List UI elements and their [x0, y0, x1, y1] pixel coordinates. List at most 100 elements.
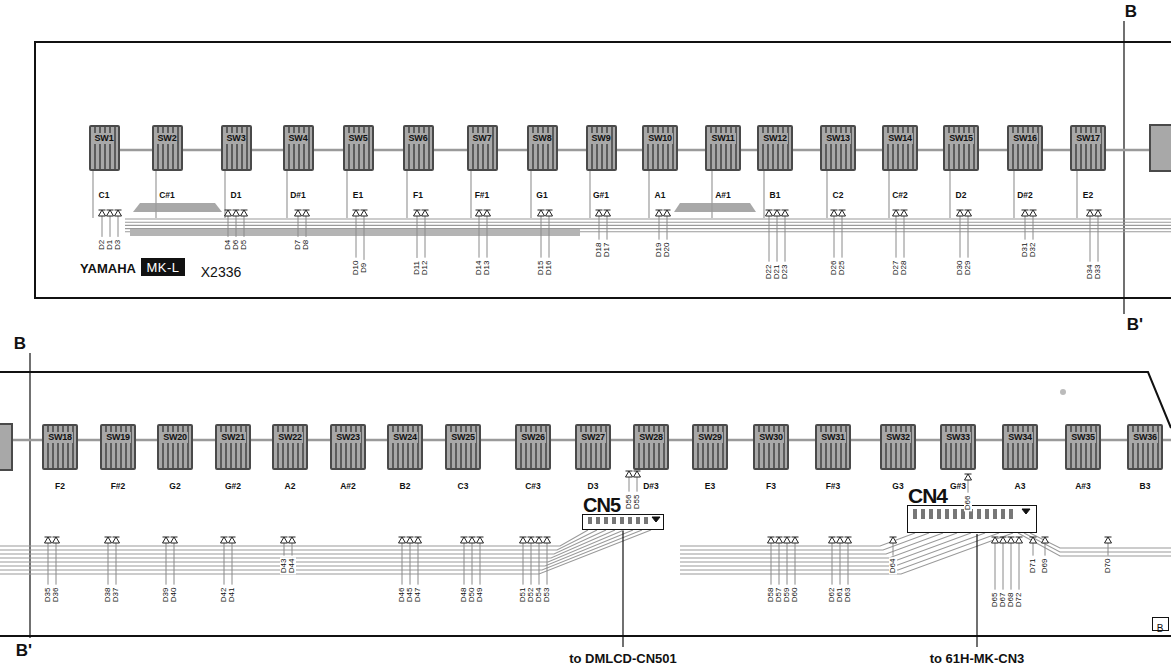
diode-lead	[848, 543, 849, 585]
diode-lead	[834, 216, 835, 258]
switch-pad: SW10	[642, 125, 678, 171]
diode-ref: D21	[773, 264, 781, 281]
part-label: SW4	[288, 133, 309, 144]
copper-trace	[589, 171, 590, 218]
diode-symbol	[845, 537, 852, 538]
diode-ref: D62	[828, 587, 836, 604]
model-badge: MK-L	[141, 258, 185, 276]
diode-symbol	[992, 537, 999, 538]
diode-symbol	[792, 537, 799, 538]
copper-trace	[949, 171, 950, 218]
note-name: C1	[99, 191, 110, 200]
connector-pin	[612, 517, 616, 524]
diode-ref: D14	[475, 260, 483, 277]
diode-ref: D22	[765, 264, 773, 281]
board-outline	[0, 635, 1171, 637]
copper-fill	[674, 203, 756, 212]
part-label: CN4	[908, 485, 947, 506]
section-mark: B	[14, 335, 26, 352]
diode-lead	[174, 543, 175, 585]
diode-symbol	[656, 210, 663, 216]
section-line	[29, 353, 30, 638]
diode-ref: D33	[1094, 264, 1102, 281]
copper-fill	[130, 229, 580, 236]
diode-symbol	[105, 537, 112, 543]
pin1-mark	[652, 517, 660, 522]
diode-lead	[960, 216, 961, 258]
part-label: SW32	[885, 432, 911, 443]
connector-pin	[628, 517, 632, 524]
diode-symbol	[281, 537, 288, 538]
diode-ref: D20	[663, 242, 671, 259]
diode-ref: D1	[106, 239, 114, 251]
diode-lead	[487, 216, 488, 258]
diode-lead	[896, 216, 897, 258]
diode-ref: D50	[468, 587, 476, 604]
note-name: A#1	[715, 191, 731, 200]
diode-ref: D13	[483, 260, 491, 277]
diode-symbol	[53, 537, 60, 538]
diode-ref: D40	[170, 587, 178, 604]
diode-symbol	[303, 210, 310, 216]
diode-symbol	[634, 471, 641, 472]
diode-lead	[547, 543, 548, 585]
diode-ref: D4	[224, 239, 232, 251]
diode-ref: D11	[413, 260, 421, 276]
diode-ref: D9	[360, 262, 368, 274]
diode-symbol	[829, 537, 836, 538]
diode-ref: D64	[889, 558, 897, 575]
diode-ref: D52	[527, 587, 535, 604]
diode-symbol	[113, 537, 120, 538]
diode-symbol	[1022, 210, 1029, 216]
diode-ref: D35	[44, 587, 52, 604]
note-name: G#3	[950, 482, 966, 491]
diode-lead	[306, 216, 307, 237]
note-name: D1	[231, 191, 242, 200]
switch-pad: SW21	[215, 424, 251, 470]
diode-lead	[118, 216, 119, 237]
diode-lead	[356, 216, 357, 258]
diode-lead	[539, 543, 540, 585]
part-label: SW16	[1012, 133, 1038, 144]
note-name: F#3	[826, 482, 841, 491]
diode-lead	[166, 543, 167, 585]
diode-symbol	[414, 210, 421, 211]
diode-symbol	[221, 537, 228, 538]
note-name: B1	[770, 191, 781, 200]
switch-pad: SW25	[445, 424, 481, 470]
connector-destination: to 61H-MK-CN3	[930, 652, 1025, 665]
diode-ref: D44	[288, 558, 296, 575]
diode-ref: D2	[98, 239, 106, 251]
diode-ref: D39	[162, 587, 170, 604]
diode-symbol	[233, 210, 240, 211]
diode-symbol	[1030, 210, 1037, 211]
part-label: SW8	[532, 133, 553, 144]
diode-ref: D16	[545, 260, 553, 277]
switch-pad: SW6	[403, 125, 434, 171]
diode-lead	[464, 543, 465, 585]
copper-trace	[680, 533, 971, 562]
note-name: G#1	[593, 191, 609, 200]
diode-lead	[1108, 543, 1109, 556]
switch-pad: SW14	[882, 125, 918, 171]
note-name: F2	[55, 482, 65, 491]
switch-pad: SW15	[943, 125, 979, 171]
note-name: E1	[353, 191, 363, 200]
diode-symbol	[776, 537, 783, 538]
diode-symbol	[361, 210, 368, 211]
diode-symbol	[957, 210, 964, 216]
diode-ref: D34	[1086, 264, 1094, 281]
section-line	[1123, 21, 1124, 314]
copper-trace	[155, 171, 156, 218]
diode-lead	[410, 543, 411, 585]
part-label: SW23	[335, 432, 361, 443]
copper-trace	[0, 530, 624, 562]
part-label: SW26	[520, 432, 546, 443]
diode-symbol	[289, 537, 296, 538]
diode-ref: D72	[1015, 592, 1023, 609]
section-mark: B	[1125, 3, 1137, 20]
copper-trace	[1030, 533, 1171, 548]
part-label: SW30	[758, 432, 784, 443]
copper-trace	[346, 171, 347, 218]
note-name: E3	[705, 482, 715, 491]
